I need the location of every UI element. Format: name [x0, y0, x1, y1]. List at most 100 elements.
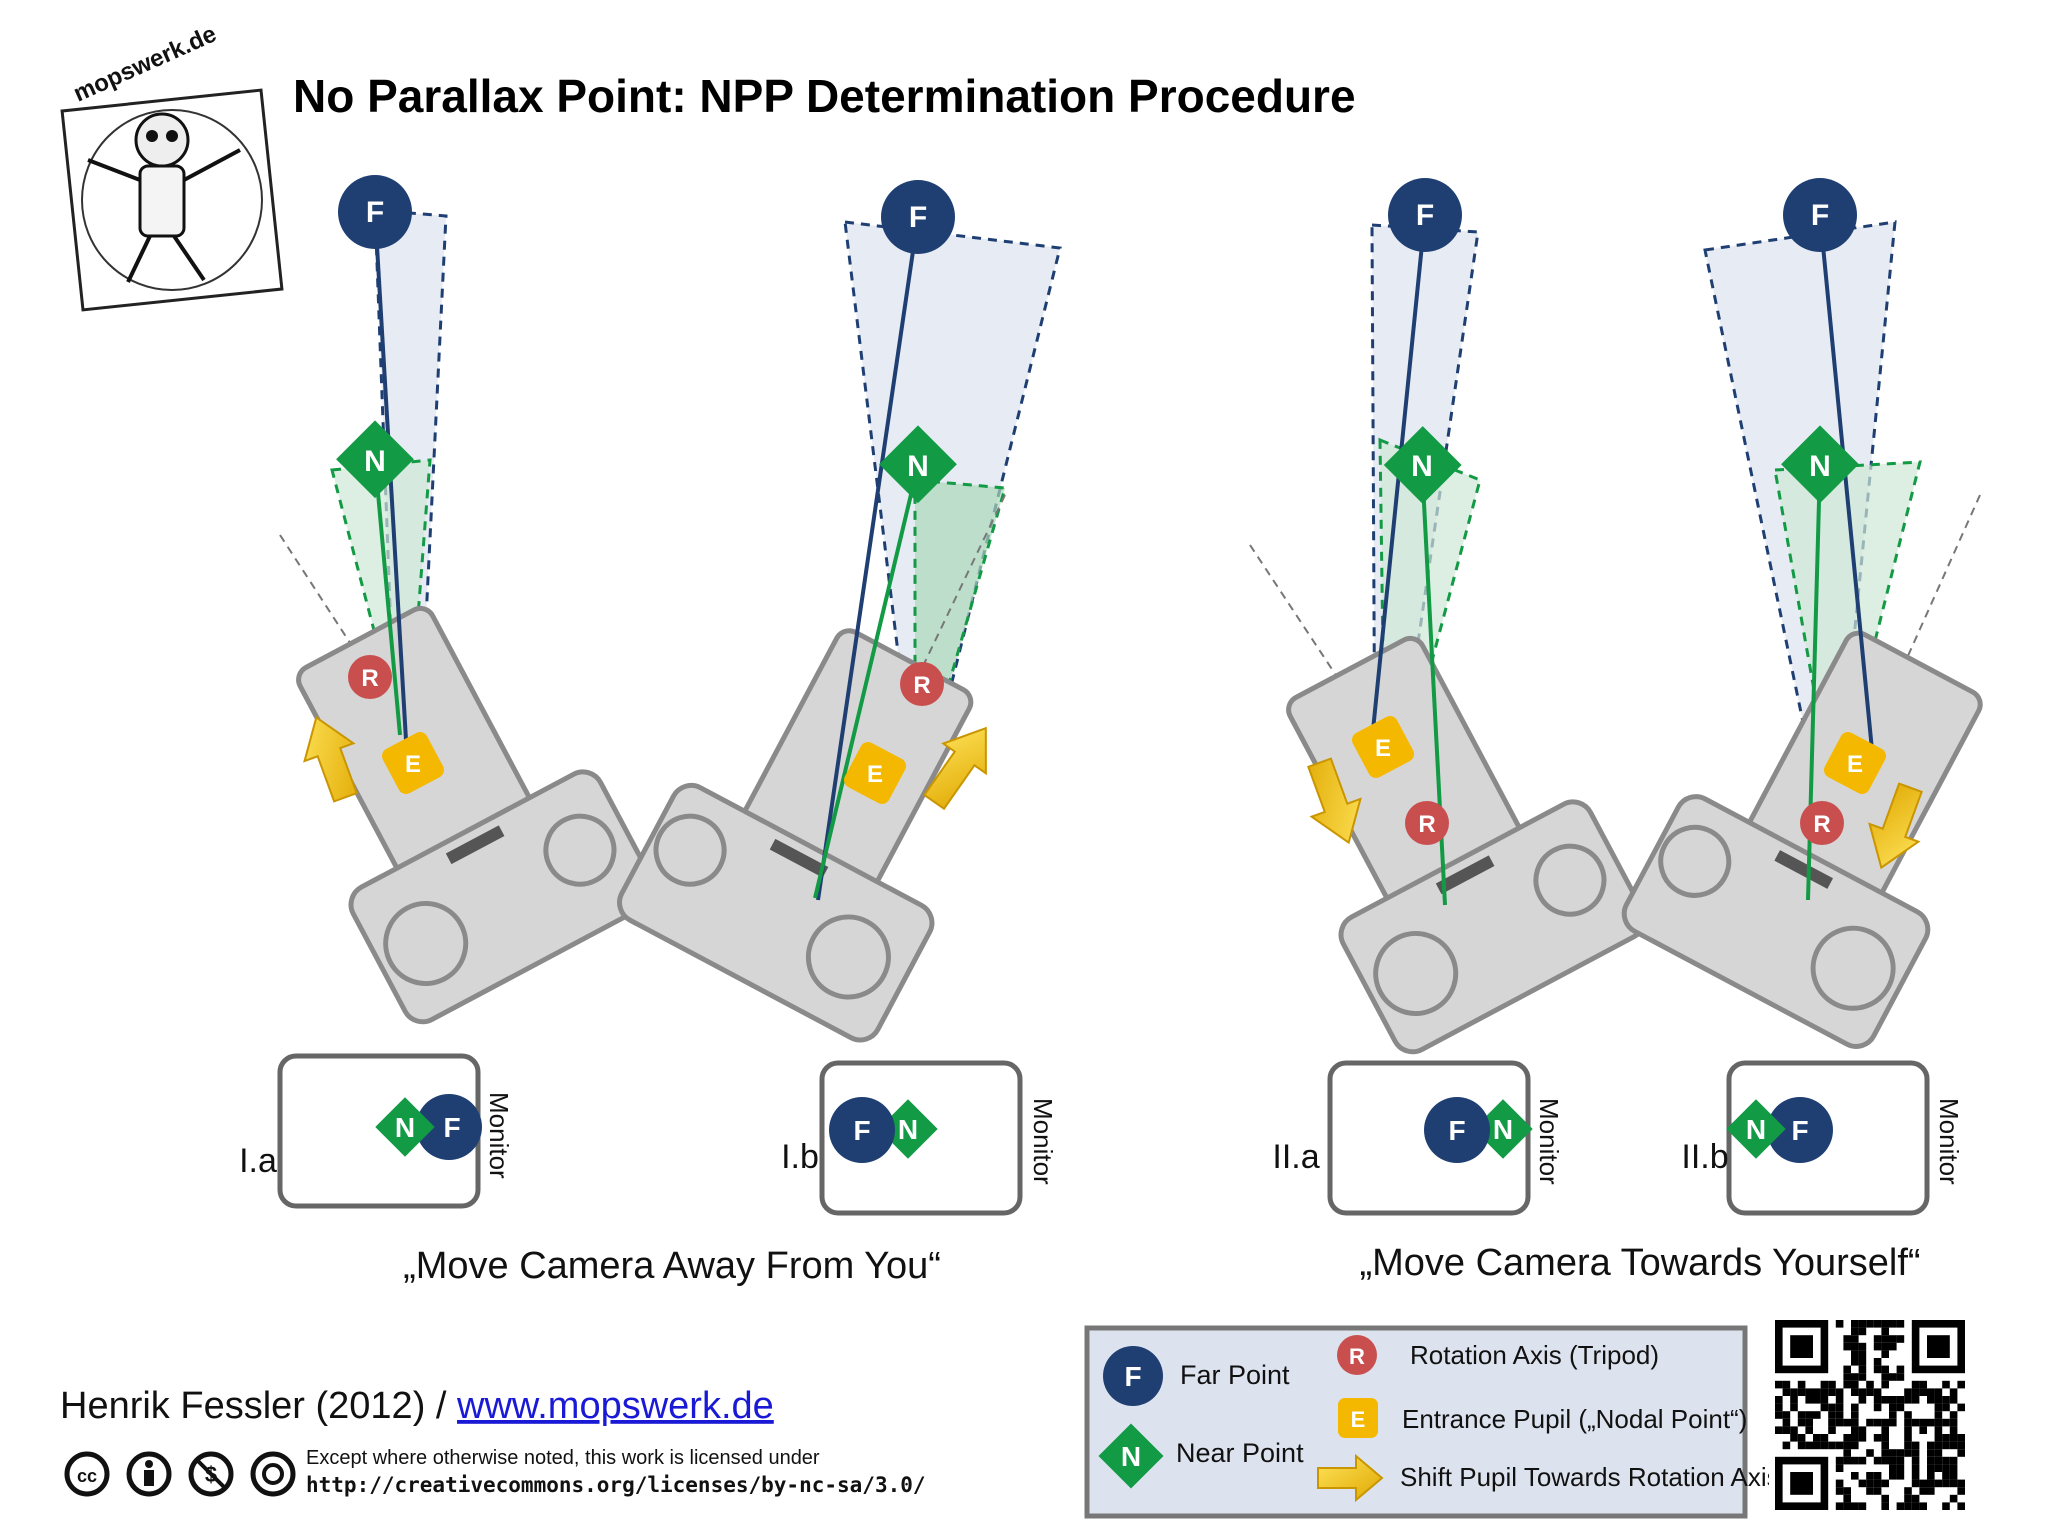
svg-text:F: F — [1448, 1115, 1465, 1146]
shift-arrow-legend-icon — [1317, 1453, 1384, 1503]
near-field-of-view — [1773, 460, 1922, 782]
entrance-pupil-marker — [382, 732, 444, 794]
svg-text:cc: cc — [77, 1466, 97, 1486]
entrance-pupil-marker — [1824, 732, 1886, 794]
far-point-legend-icon — [1103, 1346, 1163, 1406]
panel-II-a: F N R E — [1249, 178, 1648, 1055]
panel-label: I.b — [781, 1138, 819, 1176]
monitor-label: Monitor — [1028, 1098, 1058, 1185]
near-point-legend-icon — [1098, 1423, 1164, 1489]
shift-arrow-icon — [1868, 782, 1923, 870]
svg-text:N: N — [364, 445, 386, 478]
legend-entrance-pupil: Entrance Pupil („Nodal Point“) — [1402, 1404, 1747, 1434]
svg-text:E: E — [1351, 1407, 1366, 1432]
svg-text:N: N — [1809, 450, 1831, 483]
entrance-pupil-legend-icon — [1338, 1398, 1378, 1438]
far-ray — [1818, 214, 1874, 751]
optical-axis — [1249, 544, 1416, 796]
svg-text:E: E — [1847, 751, 1863, 778]
near-point-marker — [879, 425, 957, 504]
near-point-marker — [336, 420, 414, 499]
by-attribution-icon — [126, 1451, 172, 1497]
website-link[interactable]: www.mopswerk.de — [456, 1385, 774, 1427]
rotation-axis-marker — [1800, 801, 1844, 845]
panel-I-b: F N R E — [617, 180, 1062, 1043]
svg-text:N: N — [1411, 450, 1433, 483]
cc-icon: cc — [64, 1451, 110, 1497]
monitor-label: Monitor — [1534, 1098, 1564, 1185]
license-url[interactable]: http://creativecommons.org/licenses/by-n… — [306, 1473, 926, 1497]
svg-text:N: N — [1121, 1441, 1141, 1472]
entrance-pupil-marker — [1352, 716, 1414, 778]
rotation-axis-marker — [900, 662, 944, 706]
qr-code[interactable] — [1769, 1314, 1971, 1516]
legend-far-point: Far Point — [1180, 1360, 1290, 1390]
svg-text:E: E — [1375, 735, 1391, 762]
svg-text:N: N — [1746, 1114, 1766, 1145]
near-ray — [813, 464, 920, 899]
far-point-marker — [338, 175, 412, 249]
svg-text:F: F — [1791, 1115, 1808, 1146]
mopswerk-logo: mopswerk.de — [60, 20, 284, 312]
rotation-axis-legend-icon — [1337, 1335, 1377, 1375]
near-ray — [373, 459, 402, 736]
non-commercial-icon: $ — [188, 1451, 234, 1497]
monitor-II-b: II.b Monitor F N — [1681, 1060, 1964, 1216]
entrance-pupil-marker — [844, 742, 906, 804]
far-ray — [1368, 214, 1427, 761]
far-point-marker — [1783, 178, 1857, 252]
far-point-marker — [881, 180, 955, 254]
svg-text:E: E — [405, 751, 421, 778]
panel-II-b: F N R E — [1621, 178, 1983, 1049]
camera-body — [296, 605, 658, 1025]
author-text: Henrik Fessler (2012) / — [60, 1385, 457, 1427]
svg-text:F: F — [1811, 199, 1829, 232]
shift-arrow-icon — [303, 715, 358, 803]
panel-label: II.a — [1272, 1138, 1319, 1176]
svg-text:F: F — [1124, 1361, 1141, 1392]
rotation-axis-marker — [1405, 801, 1449, 845]
svg-text:F: F — [853, 1115, 870, 1146]
near-point-marker — [1781, 425, 1859, 504]
caption-towards: „Move Camera Towards Yourself“ — [1359, 1242, 1920, 1284]
legend-shift: Shift Pupil Towards Rotation Axis — [1400, 1462, 1780, 1492]
svg-text:R: R — [361, 665, 378, 692]
legend-near-point: Near Point — [1176, 1438, 1304, 1468]
svg-text:F: F — [909, 201, 927, 234]
svg-text:N: N — [1493, 1114, 1513, 1145]
monitor-label: Monitor — [484, 1092, 514, 1179]
svg-text:F: F — [366, 196, 384, 229]
svg-text:F: F — [1416, 199, 1434, 232]
camera-body — [617, 628, 974, 1043]
svg-text:N: N — [898, 1114, 918, 1145]
svg-text:N: N — [395, 1112, 415, 1143]
shift-arrow-icon — [1307, 757, 1362, 845]
svg-text:R: R — [913, 672, 930, 699]
rotation-axis-marker — [348, 655, 392, 699]
svg-text:R: R — [1418, 811, 1435, 838]
license-icons: cc $ — [64, 1451, 296, 1497]
panel-label: II.b — [1681, 1138, 1728, 1176]
page-title: No Parallax Point: NPP Determination Pro… — [293, 70, 1356, 122]
monitor-I-b: I.b Monitor N F — [781, 1060, 1058, 1216]
monitor-label: Monitor — [1934, 1098, 1964, 1185]
svg-text:N: N — [907, 450, 929, 483]
far-point-marker — [1388, 178, 1462, 252]
far-ray — [816, 216, 920, 901]
caption-away: „Move Camera Away From You“ — [403, 1245, 941, 1287]
svg-text:E: E — [867, 761, 883, 788]
logo-text: mopswerk.de — [69, 20, 220, 107]
panel-I-a: F N R E — [279, 175, 658, 1025]
monitor-I-a: I.a Monitor F N — [239, 1053, 514, 1209]
svg-text:F: F — [443, 1112, 460, 1143]
share-alike-icon — [250, 1451, 296, 1497]
shift-arrow-icon — [922, 726, 987, 811]
credit-line: Henrik Fessler (2012) / www.mopswerk.de — [60, 1385, 774, 1427]
svg-text:R: R — [1349, 1344, 1365, 1369]
monitor-II-a: II.a Monitor N F — [1272, 1060, 1564, 1216]
svg-text:R: R — [1813, 811, 1830, 838]
license-line-1: Except where otherwise noted, this work … — [306, 1447, 820, 1469]
legend-rotation-axis: Rotation Axis (Tripod) — [1410, 1340, 1659, 1370]
legend: F Far Point N Near Point R Rotation Axis… — [1084, 1325, 1780, 1519]
